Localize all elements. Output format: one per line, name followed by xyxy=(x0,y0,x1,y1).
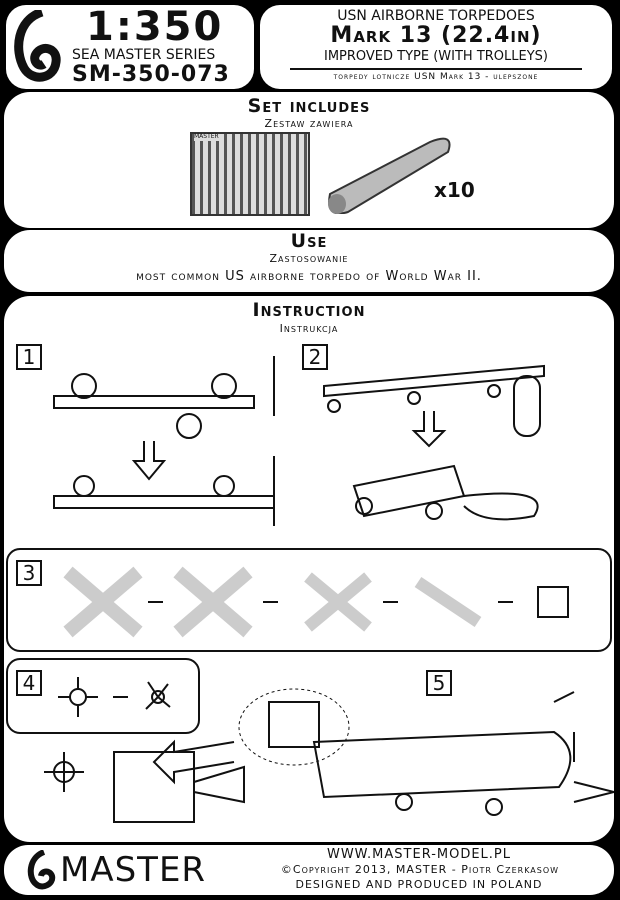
title-line2: Mark 13 (22.4in) xyxy=(330,23,542,48)
set-heading-pl: Zestaw zawiera xyxy=(264,117,354,130)
step-3-diagram xyxy=(63,566,569,638)
use-text: most common US airborne torpedo of World… xyxy=(136,269,482,284)
header-scale-panel: 1:350 SEA MASTER SERIES SM-350-073 xyxy=(6,5,254,89)
use-heading-pl: Zastosowanie xyxy=(269,252,349,265)
photo-etch-fret: MASTER xyxy=(190,132,310,216)
torpedo-image xyxy=(328,137,451,214)
header-title-panel: USN AIRBORNE TORPEDOES Mark 13 (22.4in) … xyxy=(260,5,612,89)
title-line1: USN AIRBORNE TORPEDOES xyxy=(337,8,535,24)
footer-brand: MASTER xyxy=(60,850,207,890)
master-logo-icon xyxy=(27,850,56,890)
step-1-number: 1 xyxy=(16,344,42,370)
instruction-panel: Instruction Instrukcja 1 2 3 4 5 xyxy=(4,296,614,842)
scale-label: 1:350 xyxy=(86,4,224,50)
series-label: SEA MASTER SERIES xyxy=(72,47,216,63)
title-line3: IMPROVED TYPE (WITH TROLLEYS) xyxy=(323,49,549,64)
use-panel: Use Zastosowanie most common US airborne… xyxy=(4,230,614,292)
fret-label: MASTER xyxy=(194,133,219,141)
step-3-number: 3 xyxy=(16,560,42,586)
footer-url: WWW.MASTER-MODEL.PL xyxy=(326,847,512,862)
set-heading: Set includes xyxy=(247,95,371,117)
step-5-diagram xyxy=(44,688,614,823)
step-5-number: 5 xyxy=(426,670,452,696)
step-2-diagram xyxy=(323,364,545,521)
product-code: SM-350-073 xyxy=(72,62,230,87)
footer-panel: MASTER WWW.MASTER-MODEL.PL ©Copyright 20… xyxy=(4,845,614,895)
step-4-box: 4 xyxy=(6,658,200,734)
set-includes-panel: Set includes Zestaw zawiera MASTER x10 xyxy=(4,92,614,228)
quantity-label: x10 xyxy=(434,178,475,202)
instruction-heading: Instruction xyxy=(252,299,366,321)
step-1-diagram xyxy=(53,356,275,526)
divider xyxy=(290,68,582,70)
footer-copyright: ©Copyright 2013, MASTER - Piotr Czerkaso… xyxy=(280,863,560,876)
step-3-box: 3 xyxy=(6,548,612,652)
instruction-heading-pl: Instrukcja xyxy=(279,322,339,335)
use-heading: Use xyxy=(290,230,328,252)
subtitle-pl: torpedy lotnicze USN Mark 13 - ulepszone xyxy=(333,72,539,82)
step-2-number: 2 xyxy=(302,344,328,370)
master-logo-icon xyxy=(14,10,61,82)
footer-made: DESIGNED AND PRODUCED IN POLAND xyxy=(295,878,543,891)
step-4-number: 4 xyxy=(16,670,42,696)
step-4-diagram xyxy=(58,677,171,717)
